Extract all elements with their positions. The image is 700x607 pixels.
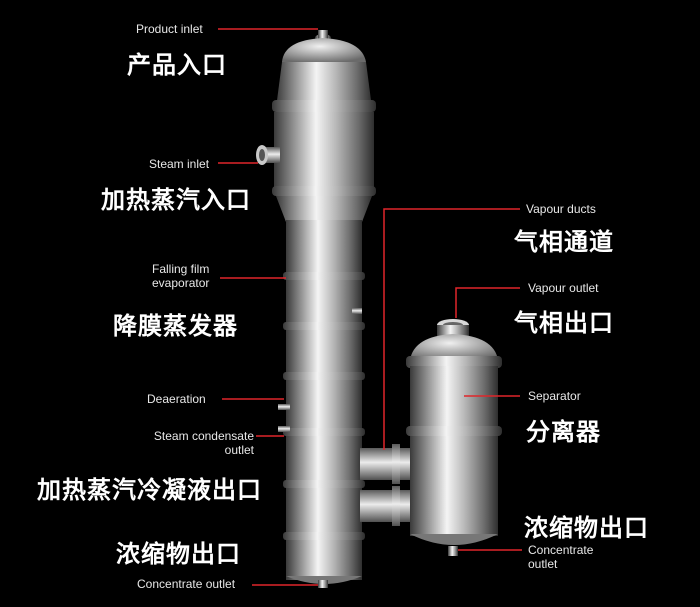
falling-film-label-en-1: Falling film xyxy=(152,262,210,276)
falling-film-label-zh: 降膜蒸发器 xyxy=(113,312,238,340)
steam-inlet-label-zh: 加热蒸汽入口 xyxy=(101,186,251,214)
product-inlet-label-zh: 产品入口 xyxy=(127,51,227,79)
vapour-outlet-label-en: Vapour outlet xyxy=(528,281,599,295)
steam-condensate-label-zh: 加热蒸汽冷凝液出口 xyxy=(37,476,262,504)
falling-film-label-en-2: evaporator xyxy=(152,276,210,290)
concentrate-right-label-en-2: outlet xyxy=(528,557,558,571)
leader-vapour-ducts xyxy=(383,208,520,450)
leader-vapour-outlet xyxy=(455,287,520,318)
concentrate-left-label-en: Concentrate outlet xyxy=(137,577,236,591)
leader-lines xyxy=(218,28,522,586)
product-inlet-label-en: Product inlet xyxy=(136,22,203,36)
steam-condensate-label-en-1: Steam condensate xyxy=(153,429,254,443)
concentrate-left-label-zh: 浓缩物出口 xyxy=(116,540,241,568)
concentrate-right-label-zh: 浓缩物出口 xyxy=(524,514,649,542)
concentrate-right-label-en-1: Concentrate xyxy=(528,543,594,557)
evaporator-column xyxy=(256,30,376,588)
vapour-ducts-label-zh: 气相通道 xyxy=(514,228,614,256)
vapour-ducts xyxy=(360,444,416,526)
steam-condensate-label-en-2: outlet xyxy=(224,443,254,457)
steam-inlet-label-en: Steam inlet xyxy=(149,157,210,171)
separator-label-zh: 分离器 xyxy=(526,418,601,446)
separator-label-en: Separator xyxy=(528,389,581,403)
vapour-outlet-label-zh: 气相出口 xyxy=(514,309,614,337)
separator-vessel xyxy=(406,319,502,556)
deaeration-label-en: Deaeration xyxy=(147,392,206,406)
vapour-ducts-label-en: Vapour ducts xyxy=(526,202,596,216)
